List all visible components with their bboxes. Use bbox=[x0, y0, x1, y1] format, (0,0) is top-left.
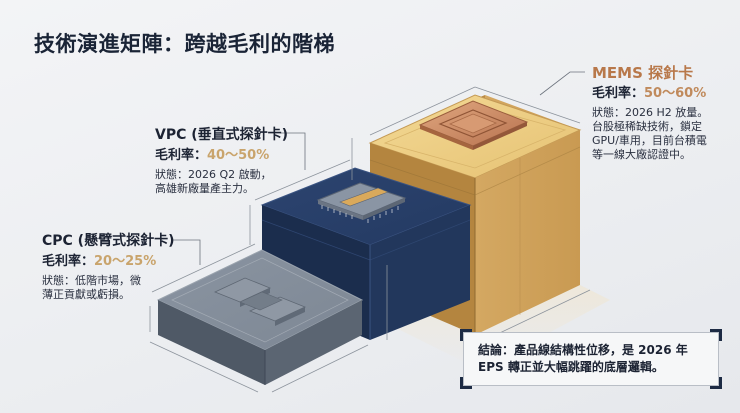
status-line: 等一線大廠認證中。 bbox=[592, 148, 691, 161]
status-line: 薄正貢獻或虧損。 bbox=[42, 288, 130, 301]
cpc-status: 狀態：低階市場，微 薄正貢獻或虧損。 bbox=[42, 274, 174, 302]
conclusion-box: 結論：產品線結構性位移，是 2026 年 EPS 轉正並大幅跳躍的底層邏輯。 bbox=[460, 329, 722, 389]
leader-lines bbox=[173, 71, 585, 265]
vpc-status: 狀態：2026 Q2 啟動， 高雄新廠量產主力。 bbox=[155, 168, 288, 196]
mems-status: 狀態：2026 H2 放量。 台股極稀缺技術，鎖定 GPU/車用，目前台積電 等… bbox=[592, 106, 708, 162]
dimension-lines bbox=[149, 86, 591, 393]
margin-label: 毛利率： bbox=[42, 254, 95, 269]
cpc-margin-value: 20～25% bbox=[94, 254, 157, 269]
mems-title: MEMS 探針卡 bbox=[592, 64, 694, 82]
cpc-title: CPC (懸臂式探針卡) bbox=[42, 233, 175, 249]
conclusion-line-1: 結論：產品線結構性位移，是 2026 年 bbox=[478, 343, 688, 357]
cpc-margin: 毛利率：20～25% bbox=[42, 252, 174, 272]
corner-bracket-icon bbox=[710, 329, 722, 341]
status-line: 高雄新廠量產主力。 bbox=[155, 182, 254, 195]
vpc-block bbox=[260, 167, 472, 340]
status-line: 狀態：低階市場，微 bbox=[42, 274, 141, 287]
corner-bracket-icon bbox=[460, 377, 472, 389]
cpc-label: CPC (懸臂式探針卡) 毛利率：20～25% 狀態：低階市場，微 薄正貢獻或虧… bbox=[42, 232, 174, 302]
mems-margin-value: 50～60% bbox=[644, 86, 707, 101]
cpc-block bbox=[156, 249, 364, 385]
conclusion-line-2: EPS 轉正並大幅跳躍的底層邏輯。 bbox=[478, 360, 664, 374]
vpc-margin-value: 40～50% bbox=[207, 148, 270, 163]
vpc-title: VPC (垂直式探針卡) bbox=[155, 127, 289, 143]
status-line: 台股極稀缺技術，鎖定 bbox=[592, 120, 702, 133]
corner-bracket-icon bbox=[460, 329, 472, 341]
mems-margin: 毛利率：50～60% bbox=[592, 84, 708, 104]
status-line: 狀態：2026 Q2 啟動， bbox=[155, 168, 272, 181]
margin-label: 毛利率： bbox=[155, 148, 208, 163]
margin-label: 毛利率： bbox=[592, 86, 645, 101]
page-title: 技術演進矩陣：跨越毛利的階梯 bbox=[34, 32, 335, 56]
vpc-label: VPC (垂直式探針卡) 毛利率：40～50% 狀態：2026 Q2 啟動， 高… bbox=[155, 126, 288, 196]
vpc-margin: 毛利率：40～50% bbox=[155, 146, 288, 166]
status-line: 狀態：2026 H2 放量。 bbox=[592, 106, 709, 119]
corner-bracket-icon bbox=[710, 377, 722, 389]
status-line: GPU/車用，目前台積電 bbox=[592, 134, 707, 147]
mems-label: MEMS 探針卡 毛利率：50～60% 狀態：2026 H2 放量。 台股極稀缺… bbox=[592, 64, 708, 162]
